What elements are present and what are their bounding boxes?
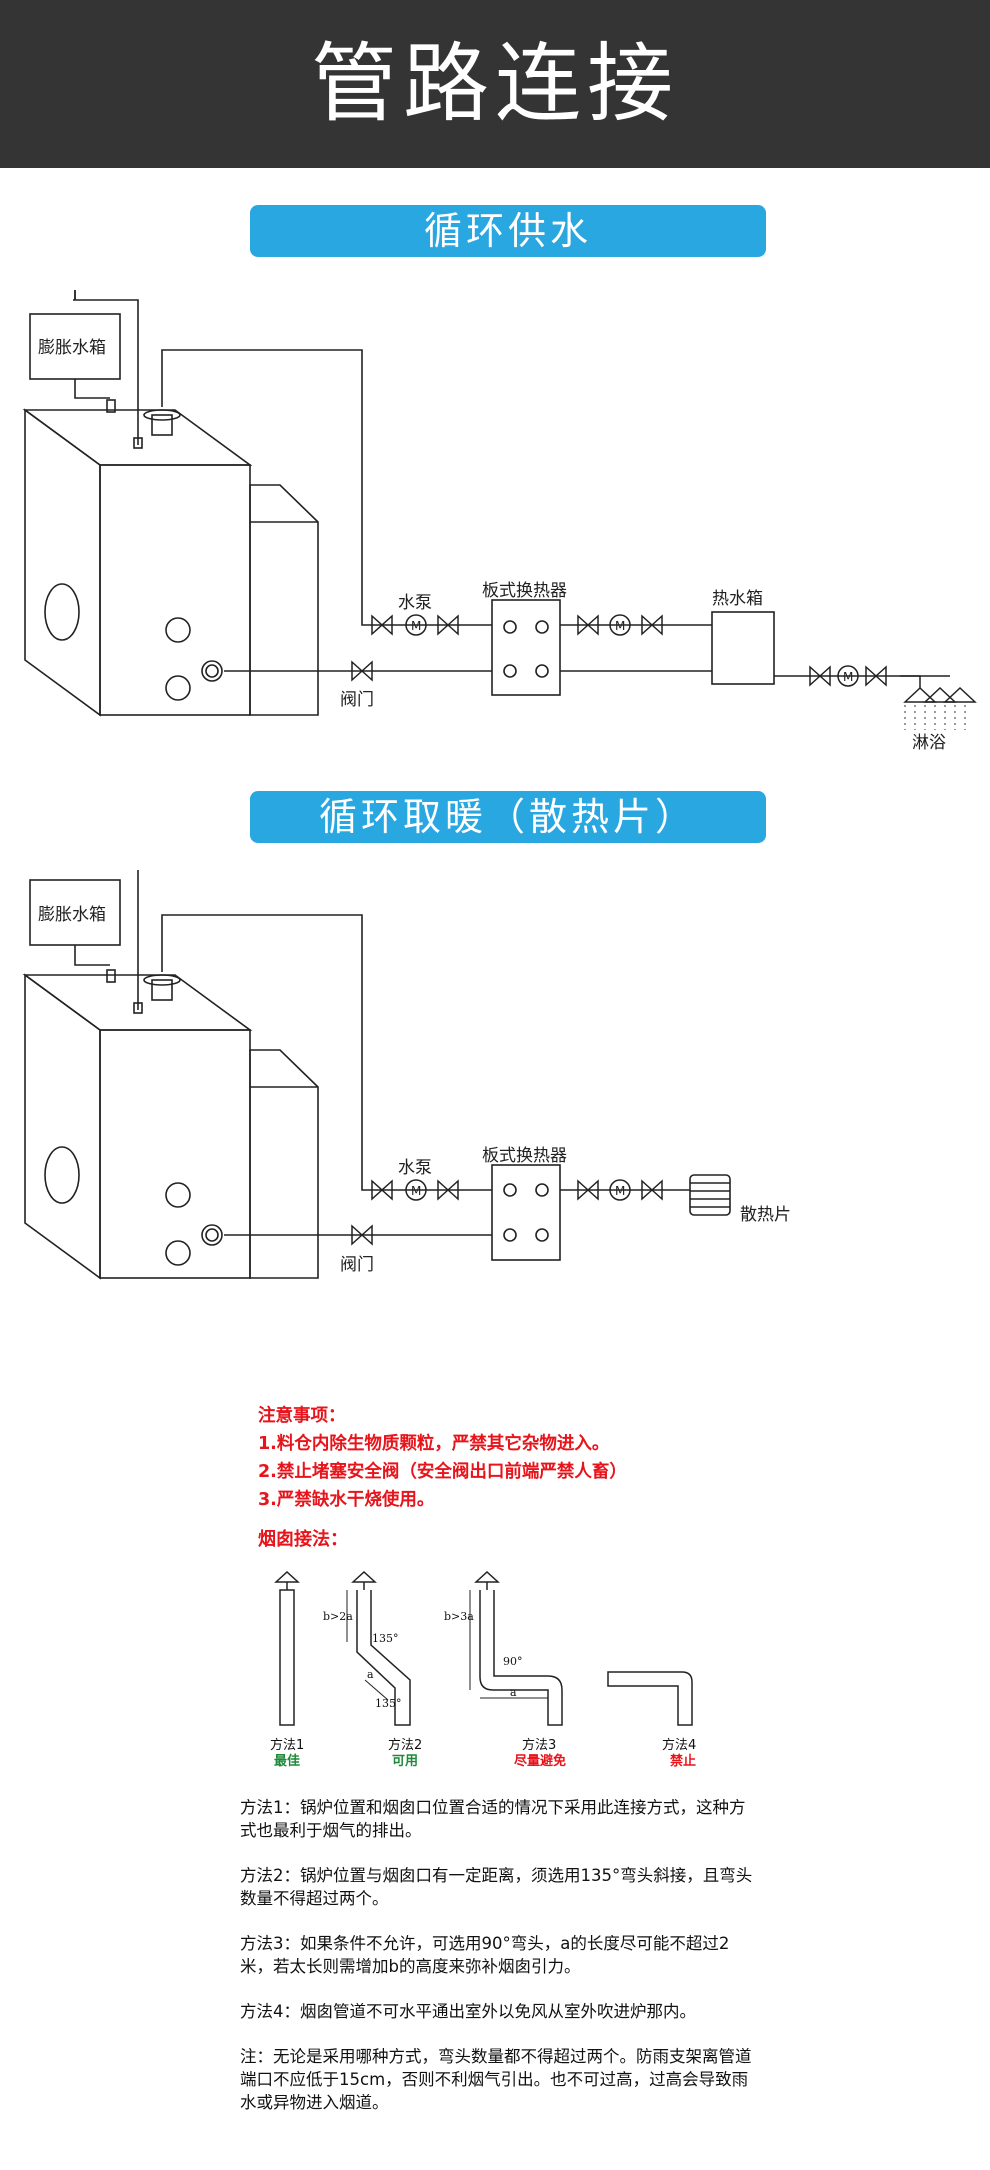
plate-exchanger <box>491 599 561 696</box>
pump-icon <box>609 1179 631 1201</box>
valve-icon <box>371 1179 393 1201</box>
method-4-label: 方法4 <box>662 1737 696 1753</box>
label-pump: 水泵 <box>398 1158 432 1178</box>
shower-head-icon <box>923 686 957 703</box>
valve-icon <box>577 614 599 636</box>
water-supply-diagram: M M M 膨胀水箱 水泵 板式换热器 热水箱 阀门 淋浴 <box>22 290 977 753</box>
svg-text:M: M <box>615 619 625 633</box>
boiler-side <box>24 408 101 717</box>
pump-icon <box>609 614 631 636</box>
svg-text:M: M <box>615 1184 625 1198</box>
annotation-135-bottom: 135° <box>375 1697 402 1710</box>
annotation-b2a: b>2a <box>323 1610 353 1623</box>
description-method-2: 方法2：锅炉位置与烟囱口有一定距离，须选用135°弯头斜接，且弯头数量不得超过两… <box>240 1866 753 1908</box>
notes-title: 注意事项： <box>258 1406 346 1426</box>
shower-head-icon <box>943 686 977 703</box>
valve-icon <box>641 614 663 636</box>
description-method-1: 方法1：锅炉位置和烟囱口位置合适的情况下采用此连接方式，这种方式也最利于烟气的排… <box>240 1798 746 1840</box>
valve-icon <box>577 1179 599 1201</box>
label-exchanger: 板式换热器 <box>482 581 567 601</box>
description-method-4: 方法4：烟囱管道不可水平通出室外以免风从室外吹进炉那内。 <box>240 2002 696 2021</box>
pump-icon <box>405 614 427 636</box>
valve-icon <box>351 1224 373 1246</box>
annotation-b3a: b>3a <box>444 1610 474 1623</box>
label-exchanger: 板式换热器 <box>482 1146 567 1166</box>
annotation-90: 90° <box>503 1655 523 1668</box>
section-banner-heating: 循环取暖（散热片） <box>250 791 766 843</box>
label-radiator: 散热片 <box>740 1205 791 1225</box>
valve-icon <box>809 665 831 687</box>
chimney-title: 烟囱接法： <box>258 1529 348 1550</box>
svg-text:M: M <box>411 1184 421 1198</box>
method-1-rating: 最佳 <box>274 1753 300 1769</box>
chimney-methods-diagram: b>2a 135° a 135° b>3a 90° a 方法1 最佳 方法2 可… <box>270 1570 696 1769</box>
label-shower: 淋浴 <box>912 733 946 753</box>
page-title: 管路连接 <box>311 34 679 134</box>
section-banner-water-supply: 循环供水 <box>250 205 766 257</box>
chimney-cap-icon <box>274 1570 300 1583</box>
description-note: 注：无论是采用哪种方式，弯头数量都不得超过两个。防雨支架离管道端口不应低于15c… <box>240 2047 752 2112</box>
label-hot-tank: 热水箱 <box>712 589 763 609</box>
valve-icon <box>437 1179 459 1201</box>
valve-icon <box>351 660 373 682</box>
method-2-label: 方法2 <box>388 1737 422 1753</box>
label-expansion-tank: 膨胀水箱 <box>38 338 106 358</box>
annotation-a-3: a <box>510 1686 517 1699</box>
label-expansion-tank: 膨胀水箱 <box>38 905 106 925</box>
heating-diagram: M M 膨胀水箱 水泵 板式换热器 散热片 阀门 <box>22 870 791 1280</box>
pump-icon <box>405 1179 427 1201</box>
label-valve: 阀门 <box>340 690 374 710</box>
svg-text:M: M <box>411 619 421 633</box>
chimney-cap-icon <box>351 1570 377 1583</box>
annotation-a: a <box>367 1668 374 1681</box>
valve-icon <box>437 614 459 636</box>
method-descriptions: 方法1：锅炉位置和烟囱口位置合适的情况下采用此连接方式，这种方式也最利于烟气的排… <box>240 1796 760 2136</box>
valve-icon <box>371 614 393 636</box>
svg-text:M: M <box>843 670 853 684</box>
valve-icon <box>641 1179 663 1201</box>
pump-icon <box>837 665 859 687</box>
chimney-cap-icon <box>474 1570 500 1583</box>
notes-item-1: 1.料仓内除生物质颗粒，严禁其它杂物进入。 <box>258 1434 610 1454</box>
radiator-icon <box>689 1174 731 1216</box>
notes-item-3: 3.严禁缺水干烧使用。 <box>258 1490 435 1510</box>
label-pump: 水泵 <box>398 593 432 613</box>
boiler-front <box>99 464 251 716</box>
method-1-label: 方法1 <box>270 1737 304 1753</box>
shower-head-icon <box>903 686 937 703</box>
description-method-3: 方法3：如果条件不允许，可选用90°弯头，a的长度尽可能不超过2米，若太长则需增… <box>240 1934 730 1976</box>
page-header: 管路连接 <box>0 0 990 168</box>
annotation-135-top: 135° <box>372 1632 399 1645</box>
hot-water-tank <box>711 611 775 685</box>
method-3-label: 方法3 <box>522 1737 556 1753</box>
label-valve: 阀门 <box>340 1255 374 1275</box>
notes-item-2: 2.禁止堵塞安全阀（安全阀出口前端严禁人畜） <box>258 1462 627 1482</box>
method-3-rating: 尽量避免 <box>514 1753 566 1769</box>
method-2-rating: 可用 <box>392 1754 418 1769</box>
notes-block: 注意事项： 1.料仓内除生物质颗粒，严禁其它杂物进入。 2.禁止堵塞安全阀（安全… <box>258 1402 627 1514</box>
method-4-rating: 禁止 <box>670 1753 696 1769</box>
valve-icon <box>865 665 887 687</box>
